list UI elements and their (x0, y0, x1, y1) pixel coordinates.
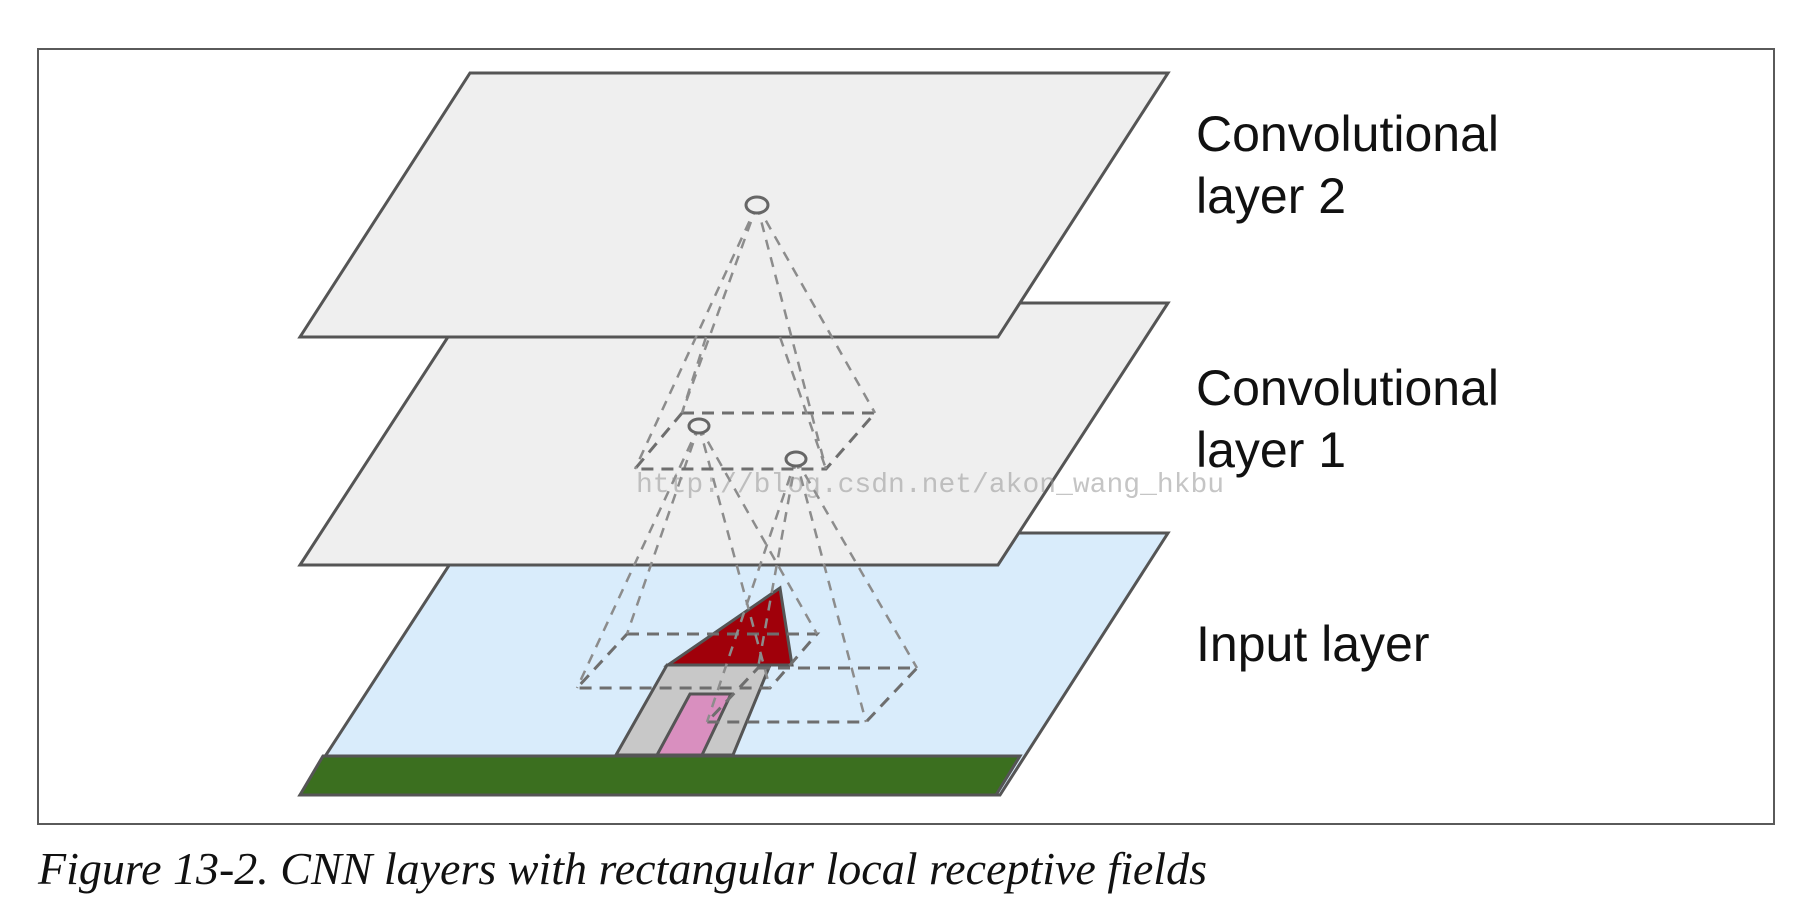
conv-layer-1-label-line2: layer 1 (1196, 422, 1347, 478)
grass-strip (297, 754, 1023, 797)
conv1-neuron-a (687, 417, 711, 435)
input-receptive-field-2 (703, 666, 921, 724)
conv-layer-2-label-line2: layer 2 (1196, 168, 1347, 224)
input-layer-label: Input layer (1196, 616, 1430, 672)
conv1-neuron-b (784, 450, 808, 468)
watermark: http://blog.csdn.net/akon_wang_hkbu (636, 470, 1225, 501)
conv-layer-1 (297, 301, 1171, 723)
conv-layer-1-plane (297, 301, 1171, 567)
conv-layer-1-label-line1: Convolutional (1196, 360, 1499, 416)
figure-caption: Figure 13-2. CNN layers with rectangular… (38, 843, 1207, 894)
conv-layer-2 (297, 71, 1171, 470)
conv2-to-conv1-connections (633, 204, 877, 470)
conv2-neuron (744, 195, 770, 215)
house-door (654, 692, 734, 757)
input-layer (297, 531, 1171, 797)
conv2-connections-below-plane (680, 336, 828, 470)
conv-layer-2-label-line1: Convolutional (1196, 106, 1499, 162)
conv-layer-2-plane (297, 71, 1171, 339)
